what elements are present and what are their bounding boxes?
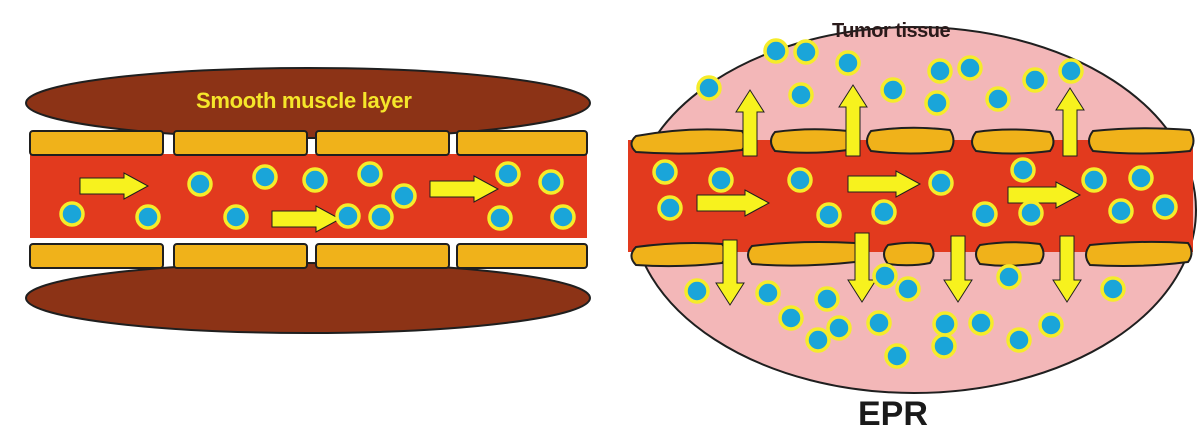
circle-icon [497,163,519,185]
circle-icon [686,280,708,302]
circle-icon [926,92,948,114]
circle-icon [370,206,392,228]
endothelial-cell-top-4 [457,131,587,155]
circle-icon [757,282,779,304]
circle-icon [1060,60,1082,82]
circle-icon [974,203,996,225]
circle-icon [1130,167,1152,189]
circle-icon [1102,278,1124,300]
circle-icon [1020,202,1042,224]
circle-icon [225,206,247,228]
circle-icon [1083,169,1105,191]
circle-icon [790,84,812,106]
endothelial-cell-bottom-3 [316,244,449,268]
circle-icon [837,52,859,74]
leaky-endothelial-cell-bottom-1 [632,243,727,266]
circle-icon [137,206,159,228]
leaky-endothelial-cell-top-2 [771,129,852,153]
circle-icon [873,201,895,223]
circle-icon [1008,329,1030,351]
circle-icon [710,169,732,191]
tumor-tissue-label: Tumor tissue [832,20,950,43]
circle-icon [795,41,817,63]
endothelial-cell-top-2 [174,131,307,155]
circle-icon [1110,200,1132,222]
circle-icon [1012,159,1034,181]
circle-icon [886,345,908,367]
circle-icon [189,173,211,195]
circle-icon [998,266,1020,288]
circle-icon [987,88,1009,110]
endothelial-cell-bottom-4 [457,244,587,268]
endothelial-cell-bottom-1 [30,244,163,268]
circle-icon [807,329,829,351]
smooth-muscle-layer-bottom [26,263,590,333]
circle-icon [959,57,981,79]
circle-icon [1154,196,1176,218]
circle-icon [359,163,381,185]
leaky-endothelial-cell-top-1 [632,129,746,153]
circle-icon [897,278,919,300]
circle-icon [789,169,811,191]
circle-icon [659,197,681,219]
circle-icon [337,205,359,227]
leaky-endothelial-cell-bottom-5 [1086,242,1192,266]
circle-icon [816,288,838,310]
circle-icon [933,335,955,357]
circle-icon [930,172,952,194]
circle-icon [868,312,890,334]
endothelial-cell-top-3 [316,131,449,155]
leaky-endothelial-cell-top-4 [972,130,1054,154]
circle-icon [780,307,802,329]
circle-icon [882,79,904,101]
circle-icon [934,313,956,335]
circle-icon [489,207,511,229]
circle-icon [828,317,850,339]
circle-icon [654,161,676,183]
circle-icon [552,206,574,228]
circle-icon [393,185,415,207]
circle-icon [874,265,896,287]
circle-icon [970,312,992,334]
epr-label: EPR [858,395,928,434]
endothelial-cell-top-1 [30,131,163,155]
leaky-endothelial-cell-bottom-4 [976,242,1044,266]
leaky-endothelial-cell-top-3 [867,128,954,154]
circle-icon [1024,69,1046,91]
circle-icon [540,171,562,193]
leaky-endothelial-cell-top-5 [1089,128,1194,153]
smooth-muscle-label: Smooth muscle layer [196,88,412,114]
leaky-endothelial-cell-bottom-2 [748,242,859,266]
circle-icon [1040,314,1062,336]
leaky-endothelial-cell-bottom-3 [884,243,934,266]
circle-icon [765,40,787,62]
circle-icon [254,166,276,188]
circle-icon [929,60,951,82]
circle-icon [818,204,840,226]
circle-icon [304,169,326,191]
circle-icon [61,203,83,225]
circle-icon [698,77,720,99]
endothelial-cell-bottom-2 [174,244,307,268]
